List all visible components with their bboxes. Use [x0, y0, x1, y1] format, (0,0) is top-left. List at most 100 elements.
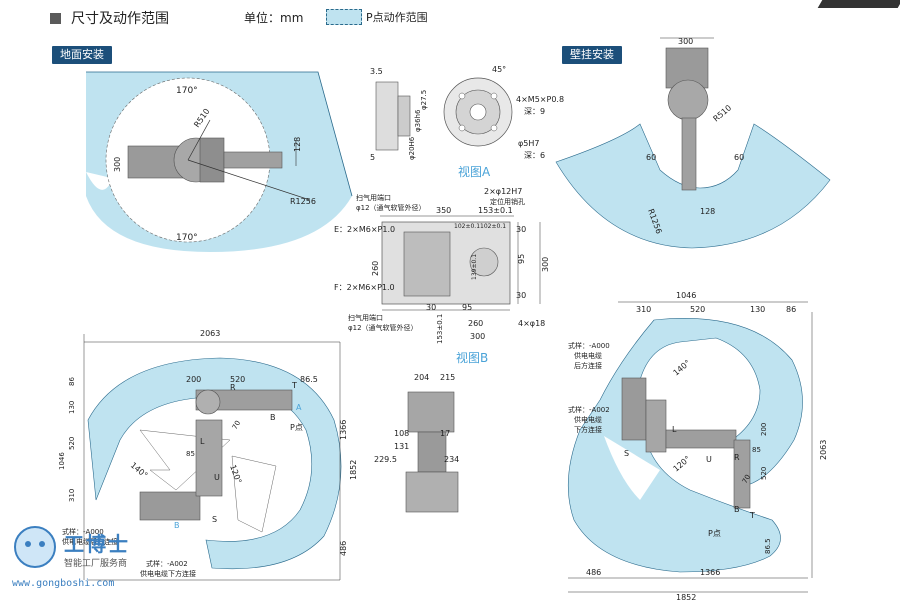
- fs-B: B: [270, 413, 276, 422]
- va-ang45: 45°: [492, 65, 506, 74]
- ws-d1046: 1046: [676, 291, 696, 300]
- front-base: [405, 471, 459, 513]
- wall-side-wrist: [733, 439, 751, 509]
- ws-d865: 86.5: [764, 538, 772, 554]
- fv-d204: 204: [414, 373, 429, 382]
- fs-L: L: [200, 437, 205, 446]
- fs-B2: B: [174, 521, 180, 530]
- ws-opt1: 式样：-A000: [568, 341, 610, 350]
- floor-mount-tag: 地面安装: [52, 46, 112, 64]
- wall-side-base: [621, 377, 647, 441]
- watermark-name: 工博士: [64, 532, 130, 556]
- vb-e-label: E：2×M6×P1.0: [334, 225, 395, 234]
- floor-d128: 128: [293, 137, 302, 152]
- bullet-square-icon: [50, 12, 61, 24]
- fs-T: T: [291, 381, 297, 390]
- fs-d1046: 1046: [58, 452, 66, 470]
- vb-d300: 300: [541, 257, 550, 272]
- floor-side-view: 2063 200 520 86 86.5 130 1046 520 310 13…: [58, 329, 358, 581]
- fs-d310: 310: [68, 489, 76, 502]
- vb-purge-bot2: φ12（通气软管外径）: [348, 323, 418, 332]
- va-d36: φ36h6: [414, 109, 422, 132]
- fs-d486: 486: [339, 541, 348, 556]
- wall-mount-tag: 壁挂安装: [562, 46, 622, 64]
- ws-opt2: 式样：-A002: [568, 405, 610, 414]
- floor-side-base: [139, 491, 201, 521]
- wall-side-view: 1046 310 520 130 86 式样：-A000 供电电缆 后方连接 式…: [567, 291, 828, 602]
- va-pin: φ5H7: [518, 139, 539, 148]
- wt-d60a: 60: [646, 153, 656, 162]
- fs-d85: 85: [186, 450, 195, 458]
- ws-d1852: 1852: [676, 593, 696, 602]
- vb-d153: 153±0.1: [478, 206, 513, 215]
- wt-d300: 300: [678, 37, 693, 46]
- va-depth6: 深：6: [524, 151, 545, 160]
- fs-U: U: [214, 473, 220, 482]
- ws-opt2b: 下方连接: [574, 425, 602, 434]
- vb-d260b: 260: [468, 319, 483, 328]
- vb-d95b: 95: [462, 303, 472, 312]
- vb-f-label: F：2×M6×P1.0: [334, 283, 395, 292]
- vb-d102a: 102±0.1: [454, 223, 480, 230]
- fs-A: A: [296, 403, 302, 412]
- ws-d1366: 1366: [700, 568, 720, 577]
- ws-B: B: [734, 505, 740, 514]
- ws-opt2a: 供电电缆: [574, 415, 602, 424]
- ws-opt1a: 供电电缆: [574, 351, 602, 360]
- fv-d131: 131: [394, 442, 409, 451]
- fv-d215: 215: [440, 373, 455, 382]
- floor-d300: 300: [113, 157, 122, 172]
- section-header: 尺寸及动作范围: [50, 8, 169, 28]
- ws-ppoint: P点: [708, 529, 721, 538]
- fs-d1366: 1366: [339, 420, 348, 440]
- ws-T: T: [749, 511, 755, 520]
- fs-d130: 130: [68, 401, 76, 414]
- fs-S: S: [212, 515, 217, 524]
- va-holes: 4×M5×P0.8: [516, 95, 564, 104]
- ws-S: S: [624, 449, 629, 458]
- vb-purge-top2: φ12（通气软管外径）: [356, 203, 426, 212]
- fv-d17: 17: [440, 429, 450, 438]
- va-d5: 5: [370, 153, 375, 162]
- wt-d128: 128: [700, 207, 715, 216]
- vb-purge-top: 扫气用端口: [356, 193, 391, 202]
- vb-d260: 260: [371, 261, 380, 276]
- ws-d200: 200: [760, 423, 768, 436]
- fs-opt2b: 供电电缆下方连接: [140, 569, 196, 578]
- vb-d95: 95: [517, 254, 526, 264]
- va-d35: 3.5: [370, 67, 383, 76]
- wall-top-arm: [681, 117, 697, 191]
- vb-pin2: 2×φ12H7: [484, 187, 522, 196]
- fs-opt2: 式样：-A002: [146, 559, 188, 568]
- fs-d865: 86.5: [300, 375, 318, 384]
- va-d275: φ27.5: [420, 90, 428, 110]
- vb-d139: 139±0.1: [471, 254, 478, 280]
- vb-title: 视图B: [456, 350, 488, 365]
- floor-r1256: R1256: [290, 197, 316, 206]
- fs-d86: 86: [68, 377, 76, 386]
- ws-d86: 86: [786, 305, 796, 314]
- legend-label: P点动作范围: [366, 11, 428, 24]
- view-a-side: [375, 81, 399, 151]
- ws-ang140: 140°: [672, 358, 693, 377]
- vb-d102b: 102±0.1: [480, 223, 506, 230]
- fs-d2063: 2063: [200, 329, 220, 338]
- vb-d30b: 30: [516, 291, 526, 300]
- vb-d30c: 30: [426, 303, 436, 312]
- ws-d2063: 2063: [819, 440, 828, 460]
- va-depth9: 深：9: [524, 107, 545, 116]
- fv-d108: 108: [394, 429, 409, 438]
- fs-d520v: 520: [68, 437, 76, 450]
- vb-holes4: 4×φ18: [518, 319, 545, 328]
- fs-opt1: 式样：-A000: [62, 527, 104, 536]
- mascot-icon: [14, 526, 56, 568]
- ws-d85: 85: [752, 446, 761, 454]
- ws-R: R: [734, 453, 740, 462]
- watermark-sub: 智能工厂服务商: [64, 559, 128, 569]
- vb-pin2-sub: 定位用销孔: [490, 197, 525, 206]
- vb-d350: 350: [436, 206, 451, 215]
- va-d20: φ20H6: [408, 136, 416, 160]
- watermark-url: www.gongboshi.com: [12, 578, 115, 589]
- wt-r510: R510: [712, 103, 734, 123]
